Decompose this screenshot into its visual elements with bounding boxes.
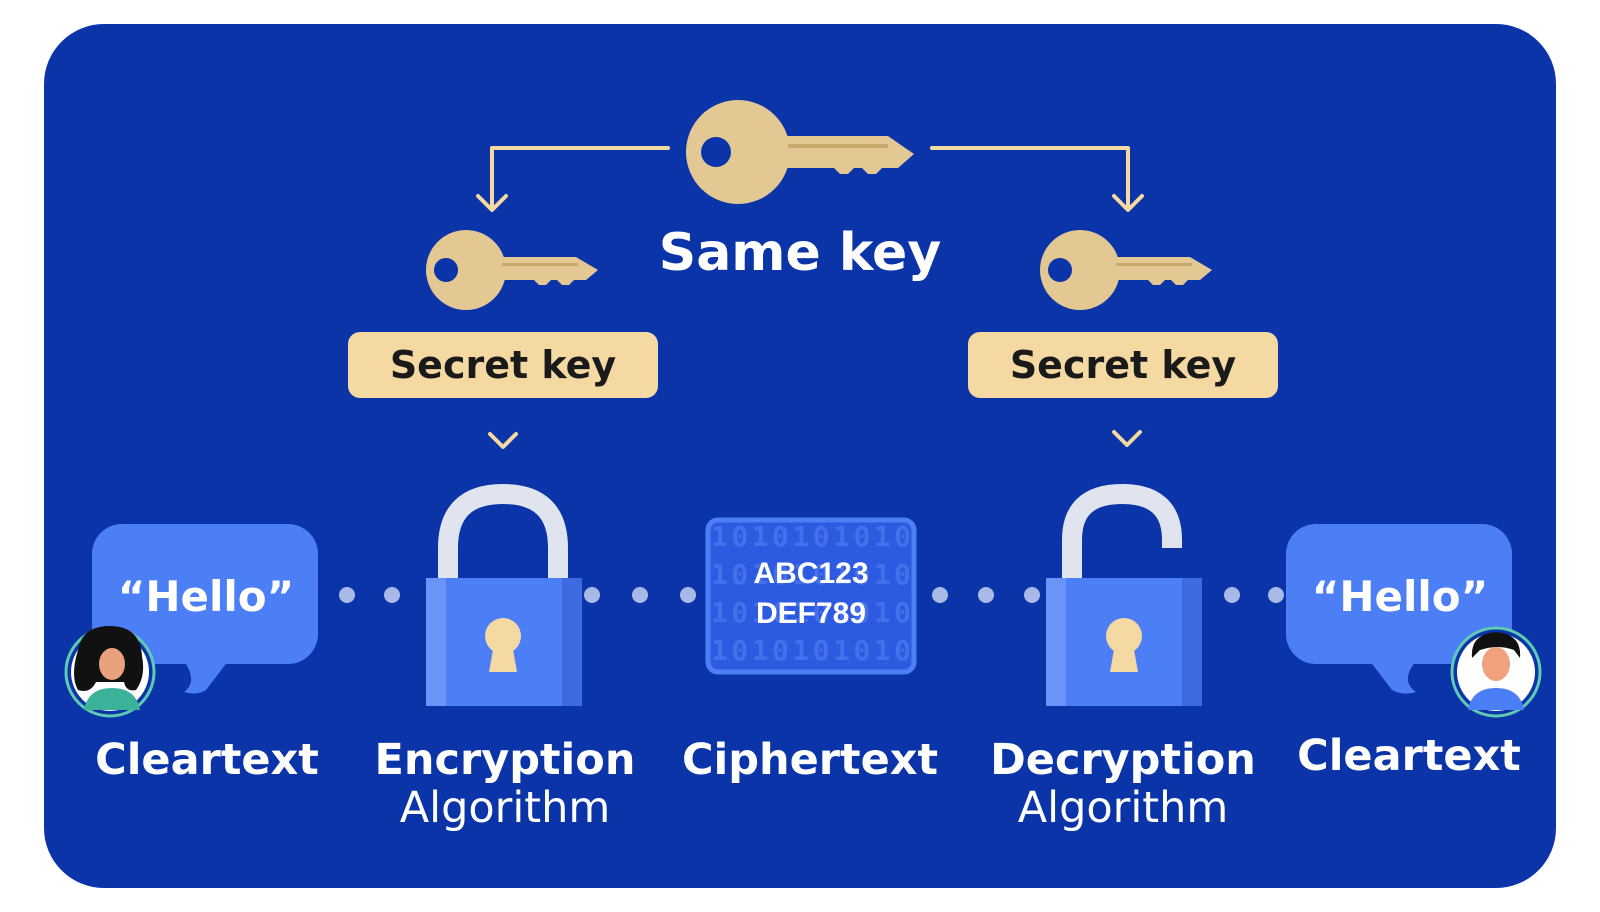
receiver-message: “Hello” [1311, 572, 1489, 621]
ciphertext-value: ABC123 DEF789 [708, 554, 914, 634]
chevron-down-icon [1112, 430, 1142, 447]
same-key-label: Same key [658, 223, 942, 283]
lock-closed-icon [426, 483, 582, 706]
sender-message: “Hello” [117, 572, 295, 621]
left-arrow-down-icon [476, 194, 508, 212]
right-connector-line [930, 146, 1130, 210]
ciphertext-label: Ciphertext [681, 735, 939, 785]
secret-key-label: Secret key [1009, 343, 1237, 387]
avatar-icon [1450, 626, 1542, 718]
avatar-icon [64, 626, 156, 718]
secret-key-pill: Secret key [968, 332, 1278, 398]
left-connector-line [490, 146, 670, 210]
decryption-line-2: Algorithm [1017, 783, 1229, 834]
chat-bubble-icon [92, 524, 318, 694]
secret-key-label: Secret key [389, 343, 617, 387]
key-icon [686, 100, 914, 204]
flow-dots [339, 587, 1284, 603]
receiver-cleartext-label: Cleartext [1297, 731, 1521, 781]
chevron-down-icon [488, 432, 518, 449]
ciphertext-box: 1010101010 1010101010 1010101010 1010101… [705, 517, 917, 675]
encryption-line-1: Encryption [374, 735, 636, 785]
key-icon [426, 230, 598, 310]
encryption-label: Encryption Algorithm [350, 736, 660, 832]
encryption-line-2: Algorithm [399, 783, 611, 834]
ciphertext-line-2: DEF789 [755, 596, 867, 630]
right-arrow-down-icon [1112, 194, 1144, 212]
chat-bubble-icon [1286, 524, 1512, 694]
lock-open-icon [1046, 483, 1202, 706]
key-icon [1040, 230, 1212, 310]
secret-key-pill: Secret key [348, 332, 658, 398]
sender-cleartext-label: Cleartext [95, 735, 319, 785]
decryption-label: Decryption Algorithm [968, 736, 1278, 832]
key-split-connectors [476, 146, 1144, 212]
ciphertext-line-1: ABC123 [753, 557, 869, 590]
decryption-line-1: Decryption [990, 735, 1256, 785]
